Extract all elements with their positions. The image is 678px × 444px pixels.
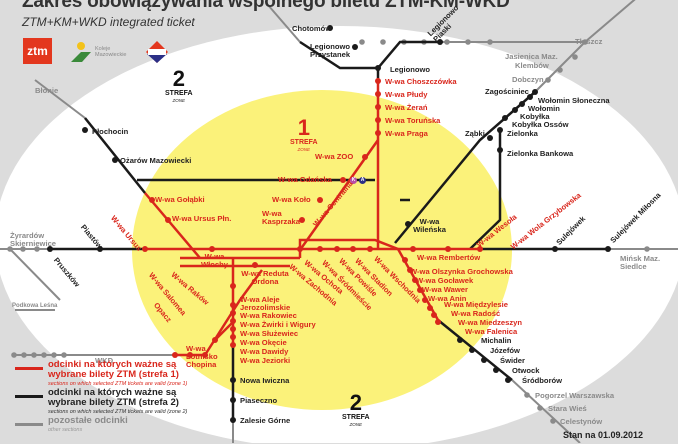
station-blonie: Błonie xyxy=(35,86,59,95)
station-praga: W-wa Praga xyxy=(385,129,428,138)
station-falenica: W-wa Falenica xyxy=(465,327,518,336)
km-text-line2: Mazowieckie xyxy=(95,52,127,58)
station-klembow: Klembów xyxy=(515,61,549,70)
station-zyrardow: Żyrardów Skierniewice xyxy=(10,231,57,248)
station-wawer: W-wa Wawer xyxy=(422,285,468,294)
station-olszynka-grochowska: W-wa Olszynka Grochowska xyxy=(410,267,513,276)
station-miedzeszyn: W-wa Miedzeszyn xyxy=(458,318,522,327)
ztm-logo: ztm xyxy=(23,38,52,64)
station-rakowiec: W-wa Rakowiec xyxy=(240,311,297,320)
legend-red-line xyxy=(15,367,43,370)
station-swider: Świder xyxy=(500,356,525,365)
station-zwirki-i-wigury: W-wa Żwirki i Wigury xyxy=(240,320,316,329)
station-zagosciniec: Zagościniec xyxy=(485,87,529,96)
station-dobczyn: Dobczyn xyxy=(512,75,544,84)
station-pogorzel: Pogorzel Warszawska xyxy=(535,391,615,400)
line-wkd: WKD xyxy=(95,356,114,365)
station-zabki: Ząbki xyxy=(465,129,485,138)
km-sun-icon xyxy=(71,42,91,62)
station-jasienica: Jasienica Maz. xyxy=(505,52,558,61)
station-zielonka-bankowa: Zielonka Bankowa xyxy=(507,149,574,158)
station-rembertow: W-wa Rembertów xyxy=(417,253,481,262)
page-title: Zakres obowiązywania wspólnego biletu ZT… xyxy=(22,0,510,12)
station-srodborow: Śródborów xyxy=(522,376,563,385)
station-chotomow: Chotomów xyxy=(292,24,332,33)
station-zielonka: Zielonka xyxy=(507,129,538,138)
station-legionowo: Legionowo xyxy=(390,65,431,74)
station-otwock: Otwock xyxy=(512,366,540,375)
station-miedzylesie: W-wa Międzylesie xyxy=(444,300,508,309)
station-lotnisko-chopina: W-wa Lotnisko Chopina xyxy=(186,344,218,369)
station-ozarow: Ożarów Mazowiecki xyxy=(120,156,192,165)
station-legionowo-przystanek: Legionowo Przystanek xyxy=(310,42,351,59)
station-anin: W-wa Anin xyxy=(428,294,467,303)
station-zoo: W-wa ZOO xyxy=(315,152,354,161)
station-okecie: W-wa Okęcie xyxy=(240,338,287,347)
legend-black-line xyxy=(15,395,43,398)
legend-other: pozostałe odcinki other sections xyxy=(15,416,225,444)
legend-grey-line xyxy=(15,423,43,426)
station-wolomin-sloneczna: Wołomin Słoneczna xyxy=(538,96,610,105)
station-jozefow: Józefów xyxy=(490,346,520,355)
station-podkowa-lesna: Podkowa Leśna xyxy=(12,303,58,309)
station-kobylka-ossow: Kobyłka Ossów xyxy=(512,120,569,129)
station-gdanska: W-wa Gdańska xyxy=(278,175,332,184)
zone-1-label: 1 STREFA ZONE xyxy=(290,115,318,153)
station-wlochy: W-wa Włochy xyxy=(200,252,228,269)
station-zalesie-gorne: Zalesie Górne xyxy=(240,416,291,425)
station-golabki: W-wa Gołąbki xyxy=(155,195,205,204)
wkd-arrows-icon xyxy=(146,41,168,63)
station-jeziorki: W-wa Jeziorki xyxy=(240,356,291,365)
station-wolomin: Wołomin xyxy=(528,104,560,113)
station-nowa-iwiczna: Nowa Iwiczna xyxy=(240,376,290,385)
station-plochocin: Płochocin xyxy=(92,127,129,136)
station-minsk-maz: Mińsk Maz. Siedlce xyxy=(620,254,661,271)
page-subtitle: ZTM+KM+WKD integrated ticket xyxy=(22,15,195,29)
zone-2-label-s: 2 STREFA ZONE xyxy=(342,390,370,428)
station-kolo: W-wa Koło xyxy=(272,195,311,204)
station-wilenska: W-wa Wileńska xyxy=(413,217,446,234)
station-kasprzaka: W-wa Kasprzaka xyxy=(262,209,300,226)
station-dawidy: W-wa Dawidy xyxy=(240,347,289,356)
station-zeran: W-wa Żerań xyxy=(385,103,428,112)
station-choszczowka: W-wa Choszczówka xyxy=(385,77,457,86)
station-torunska: W-wa Toruńska xyxy=(385,116,441,125)
station-kobylka: Kobyłka xyxy=(520,112,550,121)
station-tluszcz: Tłuszcz xyxy=(575,37,603,46)
station-piaseczno: Piaseczno xyxy=(240,396,278,405)
zone-2-label-nw: 2 STREFA ZONE xyxy=(165,66,193,104)
station-reduta-ordona: W-wa Reduta Ordona xyxy=(241,269,289,286)
station-goclawek: W-wa Gocławek xyxy=(416,276,474,285)
other-stations xyxy=(7,39,650,424)
station-sluzewiec: W-wa Służewiec xyxy=(240,329,299,338)
station-ursus-pln: W-wa Ursus Płn. xyxy=(172,214,232,223)
zone1-stations xyxy=(142,78,483,358)
station-stara-wies: Stara Wieś xyxy=(548,404,587,413)
station-celestynow: Celestynów xyxy=(560,417,603,426)
zone2-stations xyxy=(47,25,611,423)
station-michalin: Michalin xyxy=(481,336,512,345)
station-aleje-jerozolimskie: W-wa Aleje Jerozolimskie xyxy=(240,295,291,312)
station-radosc: W-wa Radość xyxy=(451,309,501,318)
km-text-line1: Koleje xyxy=(95,46,111,52)
station-pludy: W-wa Płudy xyxy=(385,90,428,99)
date-stamp: Stan na 01.09.2012 xyxy=(563,430,644,440)
wkd-logo xyxy=(145,40,169,64)
